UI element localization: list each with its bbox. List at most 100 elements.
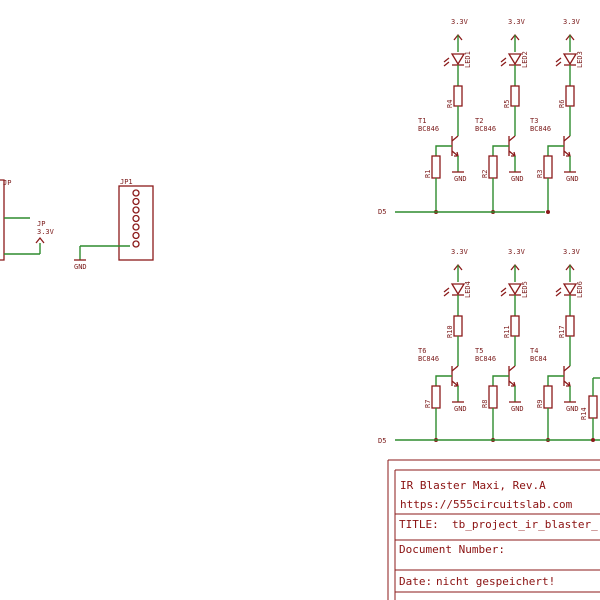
collector-resistor	[565, 315, 575, 337]
transistor-type-label: BC846	[475, 355, 496, 363]
transistor-type-label: BC846	[418, 355, 439, 363]
transistor-emitter	[563, 380, 571, 387]
supply-label: 3.3V	[508, 18, 526, 26]
jp1-label: JP1	[120, 178, 133, 186]
project-url: https://555circuitslab.com	[400, 498, 573, 511]
transistor-label: T1	[418, 117, 426, 125]
transistor-emitter	[451, 150, 459, 157]
transistor-type-label: BC846	[418, 125, 439, 133]
led-icon	[562, 283, 578, 296]
base-resistor-label: R9	[536, 400, 544, 408]
led-label: LED2	[521, 51, 529, 68]
transistor-emitter	[451, 380, 459, 387]
collector-resistor-label: R5	[503, 100, 511, 108]
transistor-collector	[508, 135, 516, 142]
doc-number-label: Document Number:	[399, 543, 505, 556]
collector-resistor	[565, 85, 575, 107]
net-label-bottom: D5	[378, 437, 386, 445]
r14-label: R14	[580, 407, 588, 420]
supply-label: 3.3V	[508, 248, 526, 256]
transistor-label: T3	[530, 117, 538, 125]
transistor-collector	[451, 135, 459, 142]
title-label: TITLE:	[399, 518, 439, 531]
partial-stage-r14: R14	[580, 377, 600, 442]
base-wire	[435, 145, 452, 156]
collector-resistor	[510, 315, 520, 337]
led-icon	[507, 53, 523, 66]
ground-label: GND	[566, 405, 579, 413]
led-icon	[562, 53, 578, 66]
transistor-type-label: BC846	[530, 125, 551, 133]
left-part-name: JP	[37, 220, 45, 228]
ground-label: GND	[566, 175, 579, 183]
transistor-label: T6	[418, 347, 426, 355]
project-title: IR Blaster Maxi, Rev.A	[400, 479, 546, 492]
pin-6	[132, 231, 140, 240]
base-resistor	[543, 385, 553, 409]
transistor-collector	[508, 365, 516, 372]
supply-label: 3.3V	[451, 18, 469, 26]
base-resistor-label: R3	[536, 170, 544, 178]
transistor-collector	[563, 365, 571, 372]
transistor-label: T5	[475, 347, 483, 355]
title-value: tb_project_ir_blaster_	[452, 518, 598, 531]
ground-label: GND	[511, 405, 524, 413]
ground-label: GND	[454, 175, 467, 183]
transistor-collector	[563, 135, 571, 142]
base-wire	[547, 375, 564, 386]
led-rays	[555, 287, 562, 297]
base-resistor	[488, 385, 498, 409]
led-driver-stages: 3.3VLED1R4T1BC846GNDR13.3VLED2R5T2BC846G…	[418, 18, 584, 442]
base-resistor-label: R8	[481, 400, 489, 408]
led-label: LED3	[576, 51, 584, 68]
pin-3	[132, 206, 140, 214]
led-label: LED6	[576, 281, 584, 298]
led-label: LED5	[521, 281, 529, 298]
base-wire	[435, 375, 452, 386]
jp1-ground-label: GND	[74, 263, 87, 271]
base-resistor	[431, 385, 441, 409]
pin-4	[132, 214, 140, 223]
base-wire	[547, 145, 564, 156]
date-value: nicht gespeichert!	[436, 575, 555, 588]
led-rays	[500, 287, 507, 297]
left-supply-label: 3.3V	[37, 228, 55, 236]
pin-1	[132, 189, 140, 197]
supply-label: 3.3V	[563, 18, 581, 26]
led-icon	[450, 53, 466, 66]
left-part-fragment: JP JP 3.3V	[0, 179, 55, 261]
collector-resistor	[453, 85, 463, 107]
led-label: LED1	[464, 51, 472, 68]
transistor-type-label: BC846	[475, 125, 496, 133]
title-block: IR Blaster Maxi, Rev.A https://555circui…	[387, 459, 600, 600]
transistor-collector	[451, 365, 459, 372]
supply-label: 3.3V	[563, 248, 581, 256]
transistor-label: T4	[530, 347, 538, 355]
pin-2	[132, 197, 140, 206]
transistor-emitter	[508, 380, 516, 387]
base-resistor-label: R2	[481, 170, 489, 178]
date-label: Date:	[399, 575, 432, 588]
base-resistor-label: R7	[424, 400, 432, 408]
led-icon	[507, 283, 523, 296]
ground-label: GND	[454, 405, 467, 413]
left-part-label: JP	[3, 179, 11, 187]
collector-resistor	[510, 85, 520, 107]
base-wire	[492, 375, 509, 386]
collector-resistor-label: R11	[503, 325, 511, 338]
base-wire	[492, 145, 509, 156]
led-icon	[450, 283, 466, 296]
pin-7	[132, 240, 140, 248]
collector-resistor	[453, 315, 463, 337]
d5-bus-bottom: D5	[378, 437, 600, 445]
d5-bus-top: D5	[378, 208, 545, 216]
led-rays	[443, 287, 450, 297]
led-rays	[443, 57, 450, 67]
led-label: LED4	[464, 281, 472, 298]
supply-label: 3.3V	[451, 248, 469, 256]
